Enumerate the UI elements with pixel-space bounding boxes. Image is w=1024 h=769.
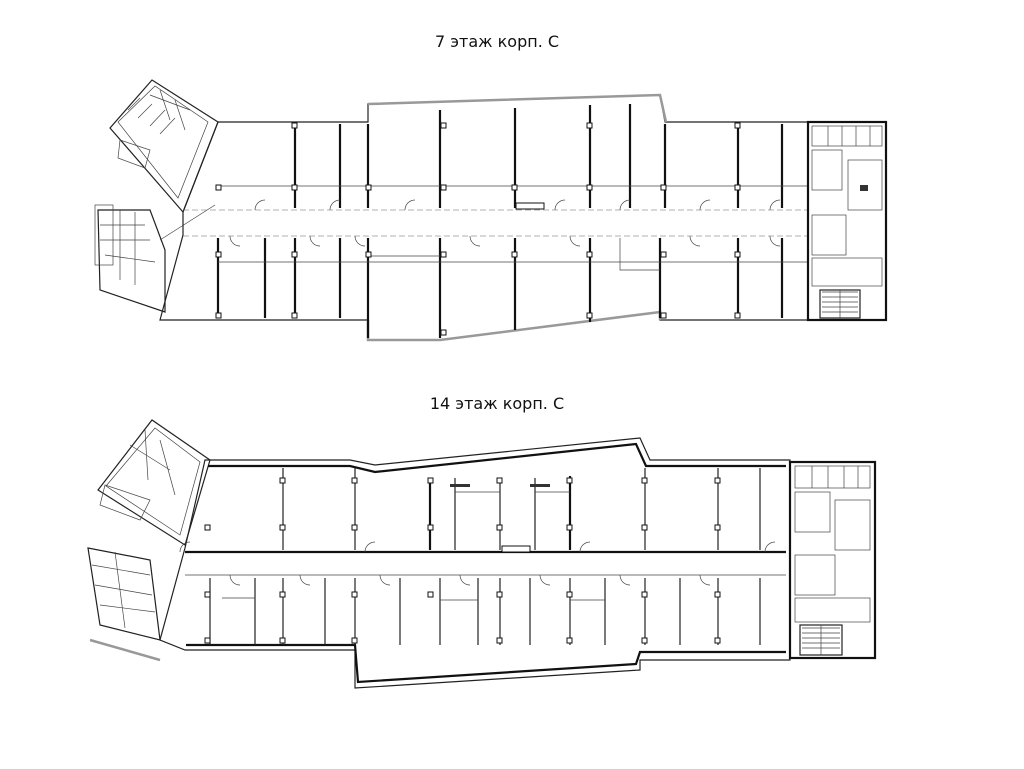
floor-7-outline (159, 94, 809, 341)
floor-7-columns (215, 122, 741, 336)
floor-14-plan (87, 419, 877, 689)
floor-14-left-wing (87, 419, 211, 662)
floor-7-plan (94, 79, 888, 342)
floor-7-south-offices (216, 238, 808, 338)
floor-14-doors (179, 484, 776, 586)
floor-14-north-offices (282, 468, 761, 550)
floor-7-north-offices (218, 104, 808, 208)
floor-14-south-offices (209, 578, 761, 645)
floor-14-core (788, 460, 877, 660)
floor-14-title: 14 этаж корп. C (429, 394, 565, 413)
floor-14-columns (204, 477, 721, 644)
floor-7-doors (229, 199, 781, 247)
floor-7-title: 7 этаж корп. C (434, 32, 560, 51)
floor-7-left-wing (94, 79, 219, 313)
floor-14-outline (159, 437, 791, 689)
floor-7-core (806, 120, 888, 322)
